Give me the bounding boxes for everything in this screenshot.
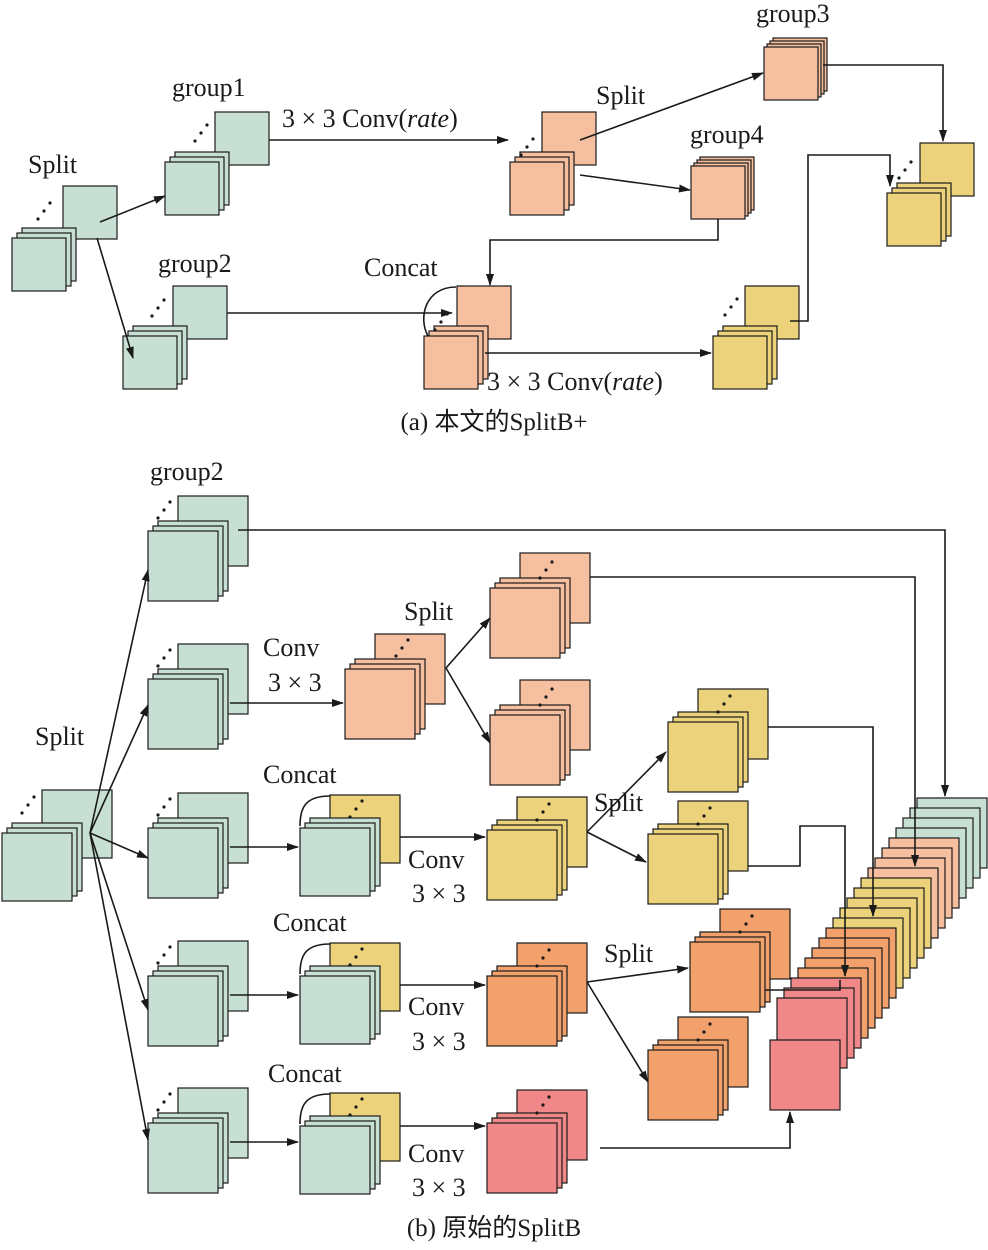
b-concat2-label: Concat: [273, 908, 347, 937]
b-concat-stack-1: [299, 794, 401, 897]
a-group3-label: group3: [756, 0, 830, 28]
b-yellow-split-2: [647, 800, 749, 905]
b-conv2-line1: Conv: [408, 845, 464, 874]
b-green-stack-2: [147, 643, 249, 750]
b-salmon-stack: [344, 633, 446, 740]
b-connectors: [89, 529, 949, 1149]
b-conv2-line2: 3 × 3: [412, 879, 466, 908]
b-green-stack-4: [147, 940, 249, 1047]
a-concat-stack: [423, 285, 512, 390]
a-group1-stack: [164, 111, 270, 216]
b-group2-label: group2: [150, 457, 224, 486]
b-split2-label: Split: [594, 788, 644, 817]
b-conv4-line2: 3 × 3: [412, 1173, 466, 1202]
b-concat-stack-2: [299, 942, 401, 1045]
a-conv-top-label: 3 × 3 Conv(rate): [282, 104, 458, 133]
a-group2-stack: [122, 285, 228, 390]
b-green-stack-1: [147, 495, 249, 602]
a-yellow-stack-1: [712, 285, 800, 390]
a-caption: (a) 本文的SplitB+: [400, 408, 587, 436]
a-group3-stack: [763, 37, 828, 101]
a-split-label: Split: [28, 150, 78, 179]
b-orange-split-1: [689, 908, 791, 1013]
a-conv-bottom-label: 3 × 3 Conv(rate): [487, 367, 663, 396]
b-conv3-line1: Conv: [408, 992, 464, 1021]
a-yellow-stack-out: [886, 142, 975, 247]
b-concat1-label: Concat: [263, 760, 337, 789]
b-yellow-stack: [486, 796, 588, 901]
a-group4-label: group4: [690, 120, 764, 149]
a-group2-label: group2: [158, 249, 232, 278]
b-split3-label: Split: [604, 939, 654, 968]
a-conv-out-stack: [509, 111, 597, 216]
b-caption: (b) 原始的SplitB: [407, 1214, 581, 1242]
b-conv4-line1: Conv: [408, 1139, 464, 1168]
b-split1-label: Split: [404, 597, 454, 626]
b-input-stack: [1, 789, 113, 902]
b-output-stack: [769, 797, 988, 1111]
b-concat-stack-3: [299, 1092, 401, 1195]
b-green-stack-5: [147, 1087, 249, 1194]
a-group4-stack: [690, 156, 755, 220]
b-green-stack-3: [147, 792, 249, 899]
b-conv1-line1: Conv: [263, 633, 319, 662]
b-orange-stack: [486, 942, 588, 1047]
b-yellow-split-1: [667, 688, 769, 793]
b-orange-split-2: [647, 1016, 749, 1121]
a-input-dots: [36, 201, 52, 221]
panel-a: Split group1 group2 group3 group4 Split …: [11, 0, 975, 436]
a-group1-label: group1: [172, 73, 246, 102]
b-conv3-line2: 3 × 3: [412, 1027, 466, 1056]
b-conv1-line2: 3 × 3: [268, 668, 322, 697]
a-connectors: [96, 64, 947, 359]
b-pink-stack: [486, 1089, 588, 1194]
a-concat-label: Concat: [364, 253, 438, 282]
b-salmon-split-1: [489, 552, 591, 659]
b-split-label: Split: [35, 722, 85, 751]
b-salmon-split-2: [489, 679, 591, 786]
b-concat3-label: Concat: [268, 1059, 342, 1088]
a-split-mid-label: Split: [596, 81, 646, 110]
a-input-stack: [11, 185, 118, 292]
panel-b: Split group2 Conv 3 × 3 Split Concat Con…: [1, 457, 988, 1242]
